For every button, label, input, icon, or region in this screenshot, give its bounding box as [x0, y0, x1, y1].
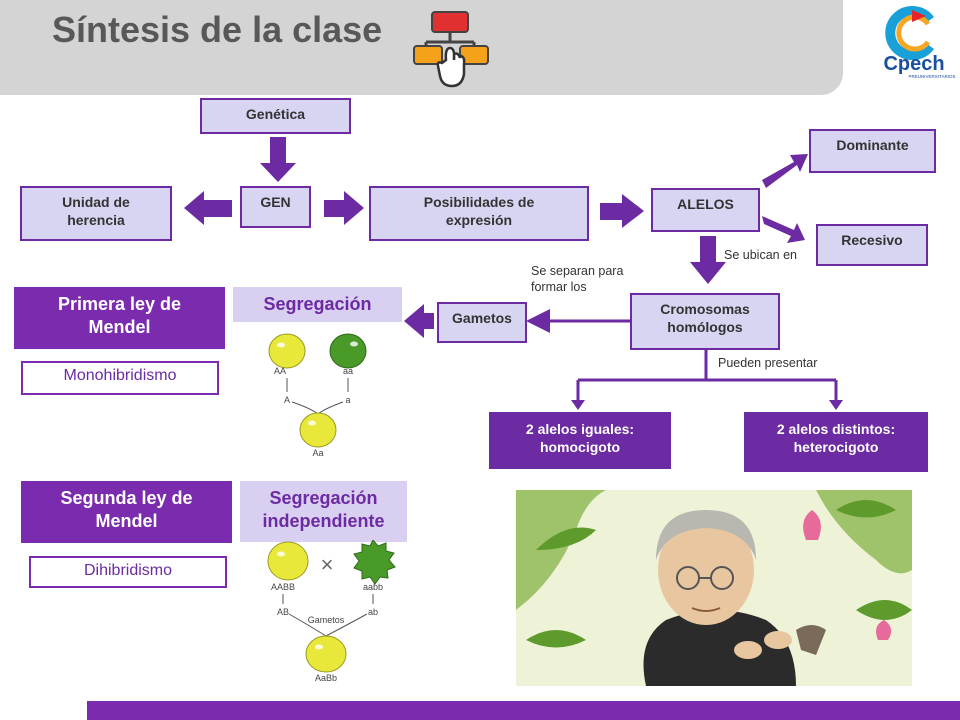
cross2-gamete1: AB — [277, 607, 289, 617]
monohybrid-cross-diagram: AA aa A a Aa — [268, 333, 367, 458]
arrow-branch-alelos — [576, 350, 838, 408]
second-law-box: Segunda ley de Mendel — [21, 481, 232, 543]
cross2-parent2: aabb — [363, 582, 383, 592]
node-dominante: Dominante — [809, 129, 936, 173]
node-heterocigoto: 2 alelos distintos: heterocigoto — [744, 412, 928, 472]
cross-symbol: × — [321, 552, 334, 577]
mendel-illustration — [516, 490, 912, 686]
node-gen: GEN — [240, 186, 311, 228]
dihybrid-cross-diagram: × AABB aabb AB ab Gametos AaBb — [267, 540, 396, 683]
node-cromosomas-homologos: Cromosomas homólogos — [630, 293, 780, 350]
cross1-parent2: aa — [343, 366, 353, 376]
dihibridismo-box: Dihibridismo — [29, 556, 227, 588]
node-posibilidades-expresion: Posibilidades de expresión — [369, 186, 589, 241]
node-gametos: Gametos — [437, 302, 527, 343]
logo-text: Cpech — [883, 53, 944, 75]
segregacion-label: Segregación — [233, 287, 402, 322]
cpech-logo: Cpech PREUNIVERSITARIOS — [883, 6, 956, 79]
arrow-posibilidades-alelos — [600, 194, 644, 228]
arrow-gen-posibilidades — [324, 191, 364, 225]
flowchart-icon — [413, 11, 489, 88]
bottom-bar — [87, 701, 960, 720]
arrow-gametos-segregacion — [404, 304, 434, 338]
page-title: Síntesis de la clase — [52, 9, 383, 50]
seed-green-parent — [329, 333, 367, 369]
cross2-gametes-label: Gametos — [308, 615, 345, 625]
logo-subtext: PREUNIVERSITARIOS — [909, 74, 956, 79]
label-se-ubican: Se ubican en — [724, 248, 797, 262]
node-alelos: ALELOS — [651, 188, 760, 232]
arrow-alelos-cromosomas — [690, 236, 726, 284]
seed-yellow-parent — [268, 333, 306, 369]
seed-round-yellow-parent — [267, 541, 309, 581]
node-recesivo: Recesivo — [816, 224, 928, 266]
arrow-alelos-dominante — [762, 154, 808, 188]
monohibridismo-box: Monohibridismo — [21, 361, 219, 395]
cross1-gamete1: A — [284, 395, 290, 405]
cross1-parent1: AA — [274, 366, 286, 376]
cross1-gamete2: a — [345, 395, 350, 405]
node-unidad-herencia: Unidad de herencia — [20, 186, 172, 241]
seed-yellow-offspring — [299, 412, 337, 448]
first-law-box: Primera ley de Mendel — [14, 287, 225, 349]
segregacion-independiente-label: Segregación independiente — [240, 481, 407, 542]
arrow-genetica-gen — [260, 137, 296, 182]
cross2-offspring: AaBb — [315, 673, 337, 683]
node-homocigoto: 2 alelos iguales: homocigoto — [489, 412, 671, 469]
cross2-parent1: AABB — [271, 582, 295, 592]
seed-wrinkled-green-parent — [353, 540, 396, 585]
cross2-gamete2: ab — [368, 607, 378, 617]
node-genetica: Genética — [200, 98, 351, 134]
label-pueden-presentar: Pueden presentar — [718, 356, 818, 370]
arrow-alelos-recesivo — [762, 216, 805, 243]
seed-round-yellow-offspring — [305, 635, 347, 673]
label-se-separan: Se separan para formar los — [531, 264, 624, 295]
cross1-offspring: Aa — [312, 448, 323, 458]
arrow-gen-unidad — [184, 191, 232, 225]
